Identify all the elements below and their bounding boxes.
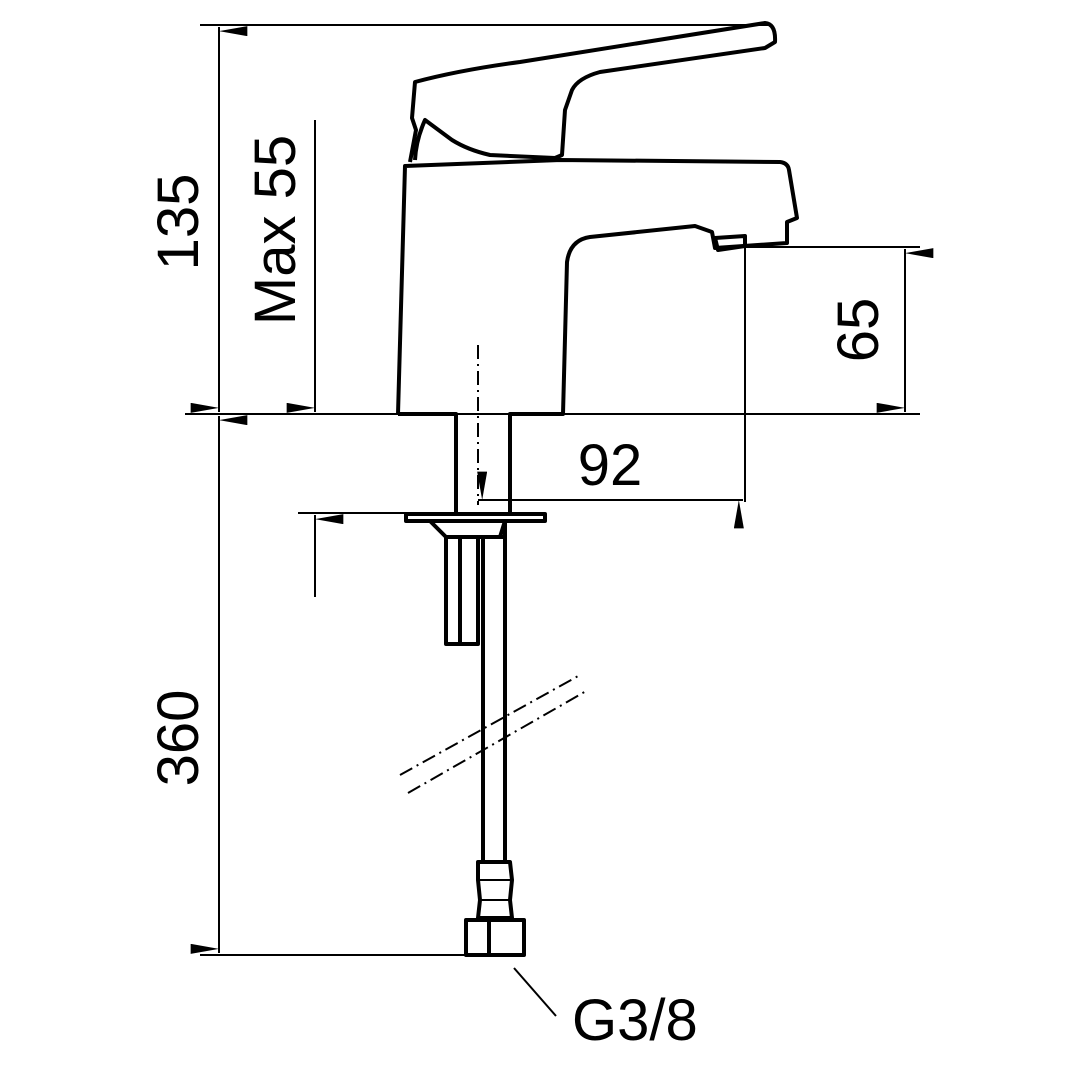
break-lines: [399, 674, 589, 794]
connection-thread-label: G3/8: [572, 988, 698, 1053]
mounting-assembly: [404, 512, 547, 862]
dimension-max-55: Max 55: [243, 120, 344, 597]
lever-handle: [408, 21, 778, 163]
dimension-92-label: 92: [578, 433, 643, 498]
hose-fitting: G3/8: [464, 860, 698, 1053]
dimension-135-label: 135: [146, 174, 211, 271]
dimension-65-label: 65: [826, 298, 891, 363]
dimension-360: 360: [146, 415, 248, 954]
dimension-135: 135: [146, 26, 248, 413]
dimension-360-label: 360: [146, 690, 211, 787]
faucet-body: [396, 158, 799, 513]
dimension-max-55-label: Max 55: [243, 135, 308, 325]
dimension-65: 65: [826, 248, 934, 413]
extension-lines: [185, 24, 920, 956]
dimension-92: 92: [477, 433, 744, 529]
